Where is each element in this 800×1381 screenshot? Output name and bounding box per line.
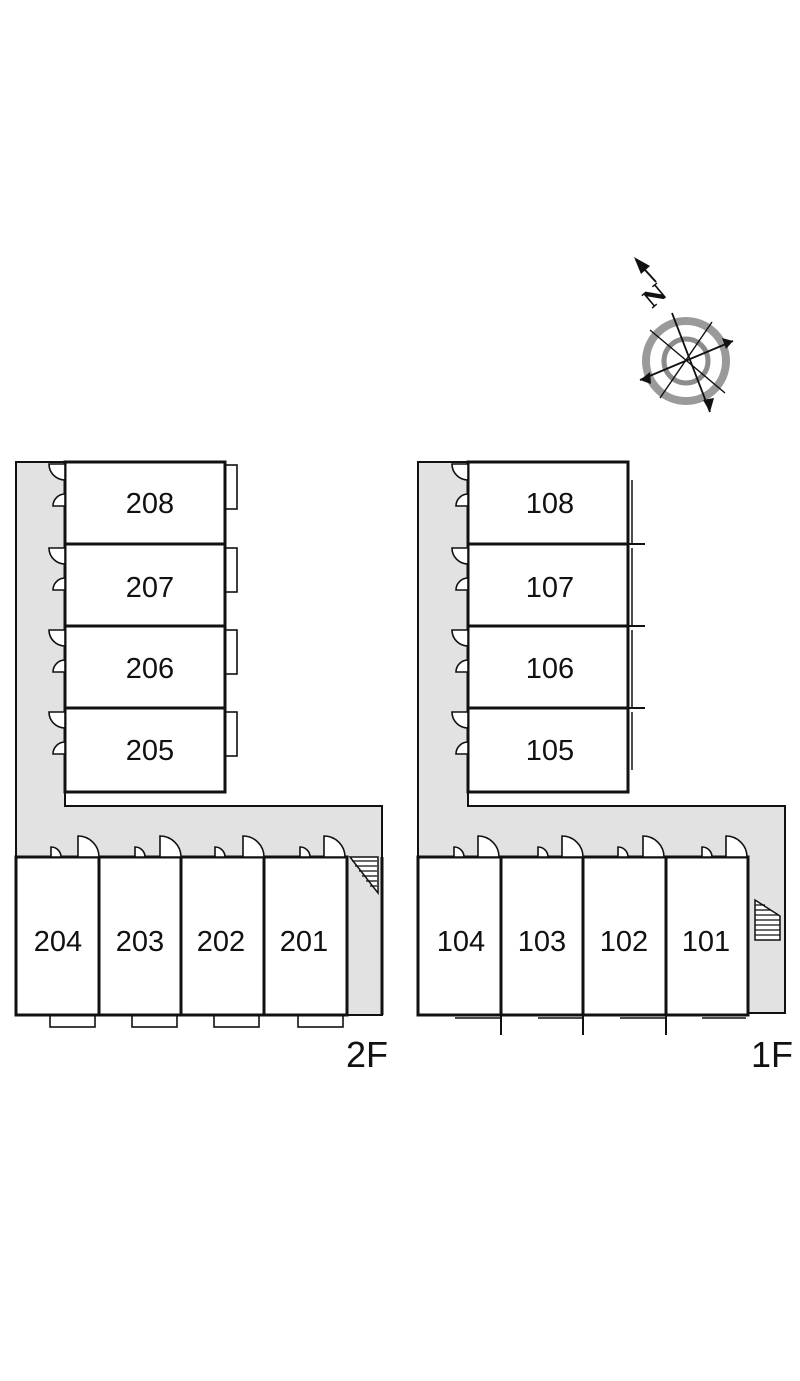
stairs-1f-icon: [754, 898, 781, 941]
floor-1f: 108 107 106 105: [416, 460, 793, 1075]
room-number: 203: [116, 926, 164, 958]
room-number: 105: [526, 735, 574, 767]
room-108: 108: [466, 460, 633, 546]
room-107: 107: [466, 542, 645, 628]
room-201: 201: [262, 855, 349, 1028]
floor-2f: 208 207 206 205: [14, 460, 388, 1075]
compass: N: [634, 257, 734, 413]
compass-outer-ring: [642, 317, 730, 405]
room-number: 206: [126, 653, 174, 685]
door-icons-2f-upper: [48, 463, 66, 755]
room-106: 106: [466, 624, 645, 710]
compass-inner-ring: [661, 336, 711, 386]
stairs-2f-icon: [348, 856, 379, 896]
room-number: 204: [34, 926, 82, 958]
room-number: 208: [126, 488, 174, 520]
door-icons-1f-lower: [453, 835, 748, 858]
room-number: 205: [126, 735, 174, 767]
room-number: 104: [437, 926, 485, 958]
room-number: 102: [600, 926, 648, 958]
room-number: 106: [526, 653, 574, 685]
floor-label-2f: 2F: [346, 1034, 388, 1075]
room-105: 105: [466, 706, 645, 794]
room-103: 103: [499, 855, 585, 1035]
floor-label-1f: 1F: [751, 1034, 793, 1075]
room-208: 208: [63, 460, 238, 546]
room-206: 206: [63, 624, 238, 710]
room-202: 202: [179, 855, 266, 1028]
room-203: 203: [97, 855, 183, 1028]
room-104: 104: [416, 855, 503, 1035]
room-number: 201: [280, 926, 328, 958]
compass-north-arrow-icon: [634, 257, 657, 283]
room-number: 108: [526, 488, 574, 520]
room-number: 103: [518, 926, 566, 958]
room-207: 207: [63, 542, 238, 628]
room-205: 205: [63, 706, 238, 794]
door-icons-2f-lower: [50, 835, 346, 858]
room-102: 102: [581, 855, 668, 1035]
door-icons-1f-upper: [451, 463, 469, 755]
room-number: 202: [197, 926, 245, 958]
room-101: 101: [664, 855, 750, 1019]
room-number: 101: [682, 926, 730, 958]
room-number: 207: [126, 572, 174, 604]
room-number: 107: [526, 572, 574, 604]
room-204: 204: [14, 855, 101, 1028]
compass-north-label: N: [637, 277, 672, 313]
